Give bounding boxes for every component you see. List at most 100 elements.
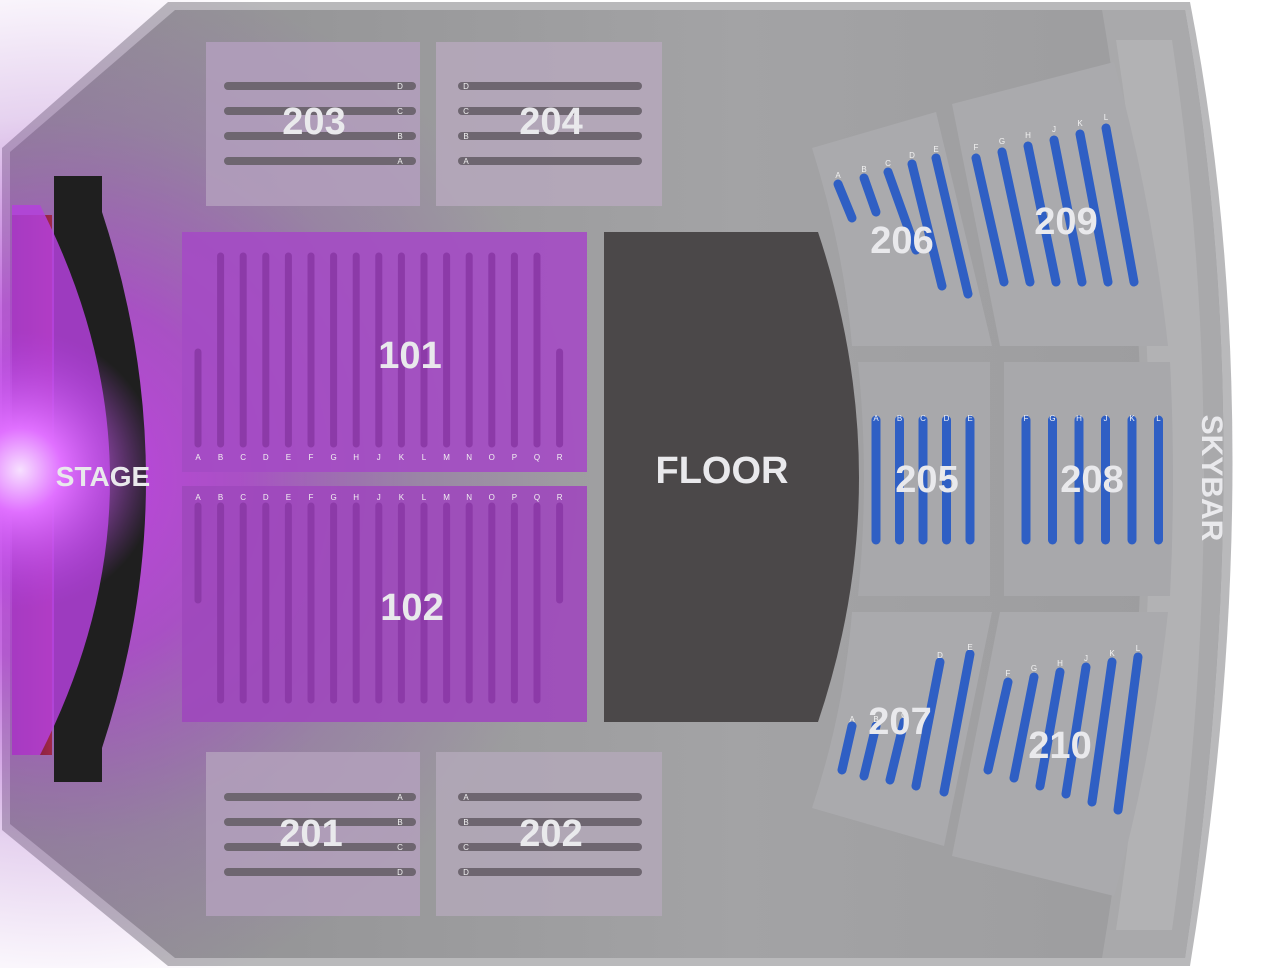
section-205-row-letter: C [920,414,926,423]
section-204-row-letter: D [463,82,469,91]
section-210-row[interactable] [1035,667,1065,791]
section-201-row-letter: D [397,868,403,877]
section-201-block [206,752,420,916]
section-206-row[interactable] [907,159,947,291]
section-201-row-letter: B [397,818,402,827]
section-206-row[interactable] [833,179,857,223]
section-210-row[interactable] [1087,657,1117,807]
section-204-row-letter: A [463,157,469,166]
floor-section[interactable]: FLOOR [604,232,859,722]
section-202-block [436,752,662,916]
section-210-row[interactable] [1061,662,1091,799]
section-210-row[interactable] [1113,652,1143,815]
section-209-row[interactable] [1049,135,1087,287]
section-209-label: 209 [1034,201,1097,243]
section-208-label: 208 [1060,459,1123,501]
section-102-row-letter: N [466,493,472,502]
section-101-row-letter: P [512,453,517,462]
section-202-label: 202 [519,813,582,855]
section-207-row[interactable] [859,721,881,781]
section-101-row-letter: A [195,453,201,462]
section-205-label: 205 [895,459,958,501]
section-206-row-letter: A [835,171,841,180]
section-102-row-letter: G [330,493,336,502]
section-102-row-letter: R [557,493,563,502]
section-101-block [182,232,587,472]
section-210-row[interactable] [983,677,1013,775]
section-209-row-letter: L [1104,113,1109,122]
section-102-row-letter: E [286,493,291,502]
section-101-row-letter: M [443,453,450,462]
section-206-row-letter: C [885,159,891,168]
section-210-row[interactable] [1009,672,1039,783]
section-102-row-letter: Q [534,493,540,502]
skybar-label[interactable]: SKYBAR [1195,415,1228,542]
section-209-row[interactable] [971,153,1009,287]
floor-area [604,232,859,722]
floor-label: FLOOR [656,450,789,492]
section-101-row-letter: C [240,453,246,462]
section-101-row-letter: B [218,453,223,462]
section-101-row-letter: E [286,453,291,462]
section-206-label: 206 [870,220,933,262]
stage[interactable]: STAGE [0,176,160,782]
section-102-row-letter: B [218,493,223,502]
section-205-row-letter: A [873,414,879,423]
section-101-row-letter: O [489,453,495,462]
section-210-row-letter: K [1109,649,1115,658]
section-202-row-letter: B [463,818,468,827]
section-207-row-letter: E [967,643,972,652]
section-207-row[interactable] [837,721,857,775]
section-201-label: 201 [279,813,342,855]
section-206-row[interactable] [859,173,881,217]
section-210-row-letter: J [1084,654,1088,663]
section-207-label: 207 [868,701,931,743]
section-102-row-letter: C [240,493,246,502]
section-101-row-letter: G [330,453,336,462]
section-206-row-letter: E [933,145,938,154]
section-102-row-letter: O [489,493,495,502]
stage-label: STAGE [56,461,150,492]
section-209-row[interactable] [1101,123,1139,287]
section-207-row[interactable] [939,649,975,797]
section-101-row-letter: N [466,453,472,462]
section-206-row[interactable] [883,167,921,255]
section-207-row-letter: D [937,651,943,660]
section-208-row-letter: H [1076,414,1082,423]
section-209-row[interactable] [997,147,1035,287]
section-209-row-letter: J [1052,125,1056,134]
section-101-row-letter: D [263,453,269,462]
section-203-block [206,42,420,206]
section-206-row[interactable] [931,153,973,299]
section-204-block [436,42,662,206]
section-207-row[interactable] [911,657,945,791]
section-210-row-letter: G [1031,664,1037,673]
section-209-row[interactable] [1023,141,1061,287]
section-101-row-letter: H [353,453,359,462]
section-102-label: 102 [380,587,443,629]
section-207-row[interactable] [885,717,909,785]
section-101-row-letter: K [399,453,405,462]
section-209-row[interactable] [1075,129,1113,287]
section-102-row-letter: D [263,493,269,502]
section-101-row-letter: R [557,453,563,462]
section-204-row-letter: B [463,132,468,141]
